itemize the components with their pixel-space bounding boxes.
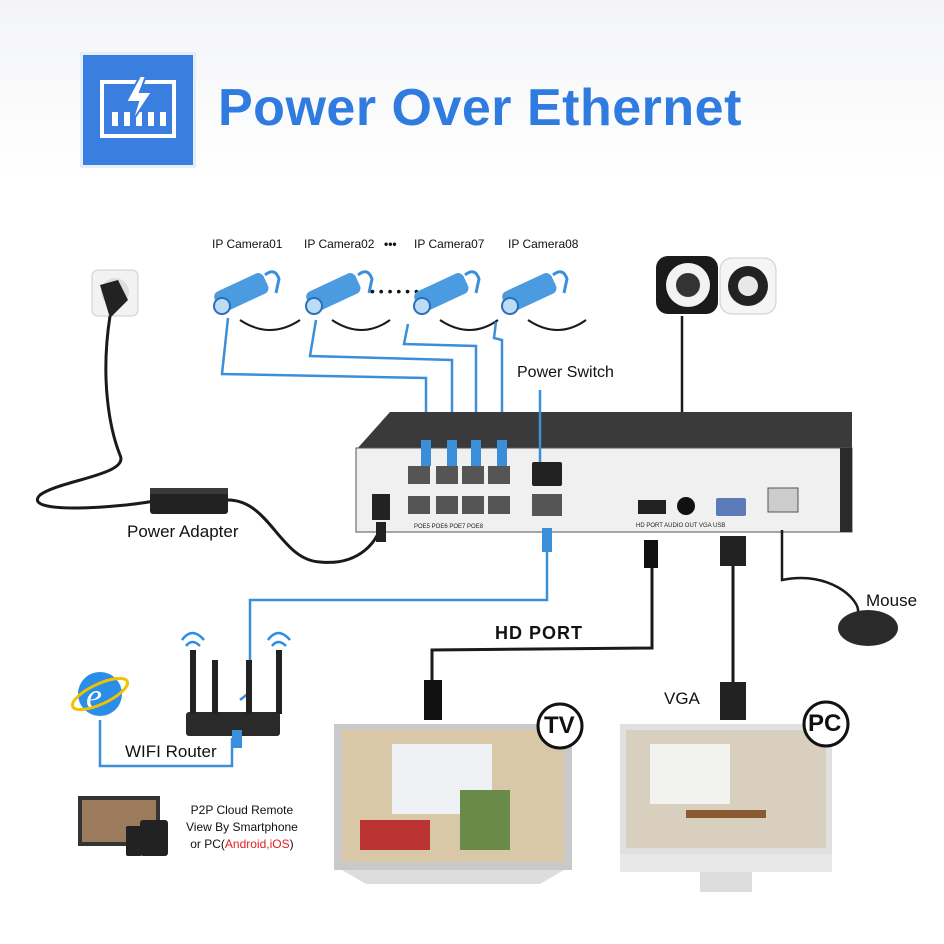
nvr-unit [355, 412, 853, 533]
vga-port [716, 498, 746, 516]
hd-port-label: HD PORT [495, 623, 583, 643]
p2p-line1: P2P Cloud Remote [190, 803, 294, 817]
camera-07-label: IP Camera07 [414, 237, 485, 251]
power-switch-label: Power Switch [517, 364, 614, 381]
camera-02-icon [305, 270, 374, 315]
vga-plug [720, 682, 746, 720]
speaker-left-icon [656, 256, 718, 314]
tv-badge: TV [544, 712, 575, 739]
speaker-right-icon [719, 257, 777, 315]
wifi-router-icon [180, 631, 291, 748]
dc-cable [227, 498, 384, 564]
mouse-label: Mouse [866, 591, 918, 610]
power-adapter-label: Power Adapter [127, 522, 239, 541]
hd-port [638, 500, 666, 514]
pc-monitor-icon [620, 724, 832, 892]
camera-02-label: IP Camera02 [304, 237, 375, 251]
camera-08-label: IP Camera08 [508, 237, 579, 251]
camera-separator: ••• [384, 237, 397, 251]
p2p-description: P2P Cloud Remote View By Smartphone or P… [186, 802, 298, 853]
wall-socket-icon [91, 269, 139, 318]
usb-port [767, 487, 799, 513]
camera-dots: • • • • • • [370, 283, 419, 299]
hdmi-plug [424, 680, 442, 720]
camera-07-icon [413, 270, 481, 315]
p2p-platforms: Android,iOS [224, 837, 290, 851]
camera-01-label: IP Camera01 [212, 237, 283, 251]
power-cord [35, 315, 161, 510]
camera-01-icon [213, 270, 281, 315]
vga-label: VGA [664, 689, 700, 708]
camera-08-icon [501, 270, 569, 315]
poe-ports [408, 466, 562, 516]
mouse-icon [838, 610, 898, 646]
audio-port [677, 497, 695, 515]
tv-icon [334, 724, 572, 884]
p2p-devices-icon [78, 796, 168, 856]
ethernet-power-icon [80, 52, 196, 168]
browser-icon: e [70, 672, 130, 716]
power-switch-icon [532, 462, 562, 486]
dc-jack [372, 494, 390, 520]
p2p-line3: or PC(Android,iOS) [190, 837, 294, 851]
pc-badge: PC [808, 710, 842, 737]
svg-text:HD PORT AUDIO OUT VGA: HD PORT AUDIO OUT VGA USB [636, 523, 725, 529]
page-title: Power Over Ethernet [218, 79, 742, 137]
wifi-router-label: WIFI Router [125, 742, 217, 761]
svg-text:POE5 POE6 POE7 POE8: POE5 POE6 POE7 POE8 [414, 524, 484, 530]
p2p-line2: View By Smartphone [186, 820, 298, 834]
power-adapter-icon [150, 488, 228, 514]
